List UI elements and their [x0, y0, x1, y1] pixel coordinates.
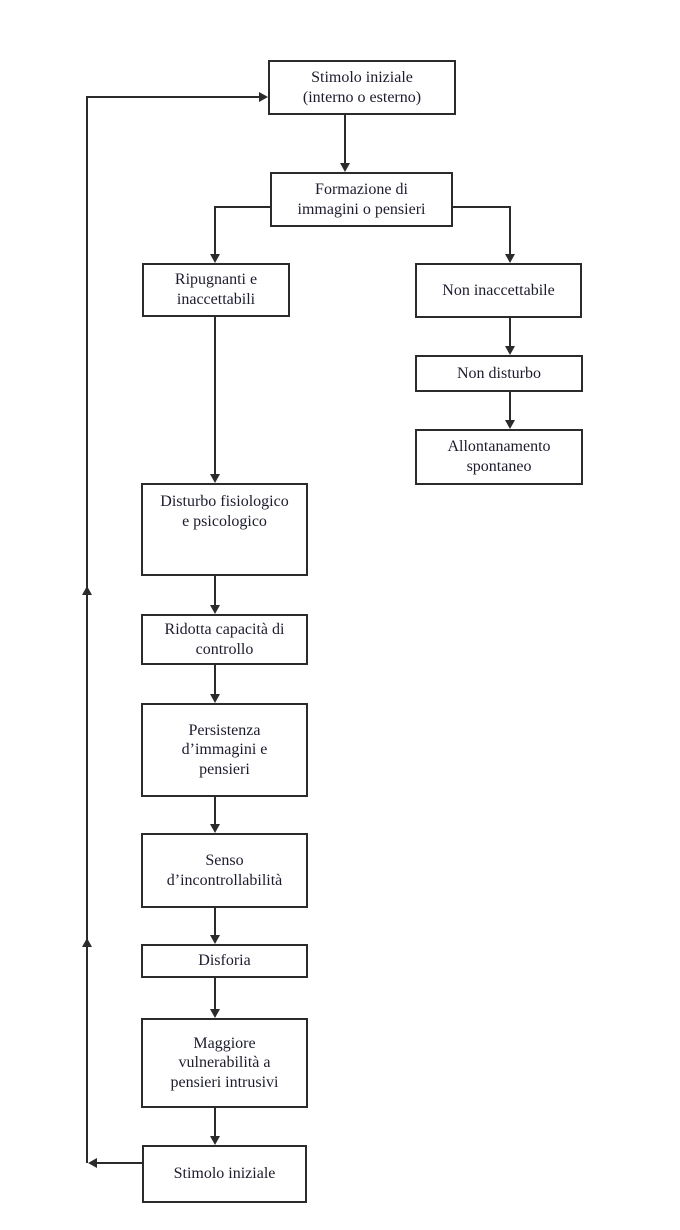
arrowhead-down-icon: [505, 420, 515, 429]
arrowhead-down-icon: [505, 346, 515, 355]
arrowhead-down-icon: [340, 163, 350, 172]
node-ridotta-capacita-controllo: Ridotta capacità di controllo: [141, 614, 308, 665]
node-persistenza-immagini-pensieri: Persistenza d’immagini e pensieri: [141, 703, 308, 797]
arrowhead-down-icon: [210, 605, 220, 614]
arrowhead-down-icon: [210, 694, 220, 703]
connector-disforia-to-maggiore: [214, 978, 216, 1010]
node-non-inaccettabile: Non inaccettabile: [415, 263, 582, 318]
connector-disturbo-to-ridotta: [214, 576, 216, 606]
arrowhead-down-icon: [210, 474, 220, 483]
connector-formazione-right: [453, 206, 511, 208]
connector-nondisturbo-to-allontanamento: [509, 392, 511, 421]
node-stimolo-iniziale-bottom: Stimolo iniziale: [142, 1145, 307, 1203]
connector-senso-to-disforia: [214, 908, 216, 936]
connector-formazione-left: [214, 206, 270, 208]
node-label: Formazione di immagini o pensieri: [297, 180, 426, 218]
connector-persistenza-to-senso: [214, 797, 216, 825]
node-allontanamento-spontaneo: Allontanamento spontaneo: [415, 429, 583, 485]
arrowhead-right-icon: [259, 92, 268, 102]
arrowhead-up-icon: [82, 938, 92, 947]
arrowhead-down-icon: [210, 935, 220, 944]
connector-to-ripugnanti: [214, 206, 216, 254]
arrowhead-down-icon: [210, 254, 220, 263]
node-ripugnanti-inaccettabili: Ripugnanti e inaccettabili: [142, 263, 290, 317]
connector-ripugnanti-to-disturbo: [214, 317, 216, 475]
arrowhead-down-icon: [505, 254, 515, 263]
node-label: Stimolo iniziale (interno o esterno): [302, 68, 422, 106]
connector-noninacc-to-nondisturbo: [509, 318, 511, 347]
node-disturbo-fisiologico-psicologico: Disturbo fisiologico e psicologico: [141, 483, 308, 576]
node-label: Ridotta capacità di controllo: [164, 620, 285, 658]
node-label: Non inaccettabile: [442, 281, 555, 299]
arrowhead-up-icon: [82, 586, 92, 595]
node-maggiore-vulnerabilita: Maggiore vulnerabilità a pensieri intrus…: [141, 1018, 308, 1108]
node-label: Allontanamento spontaneo: [447, 438, 551, 475]
arrowhead-left-icon: [88, 1158, 97, 1168]
arrowhead-down-icon: [210, 1136, 220, 1145]
arrowhead-down-icon: [210, 1009, 220, 1018]
node-label: Senso d’incontrollabilità: [166, 851, 283, 889]
node-label: Persistenza d’immagini e pensieri: [181, 721, 268, 778]
node-label: Disturbo fisiologico e psicologico: [160, 493, 289, 530]
node-non-disturbo: Non disturbo: [415, 355, 583, 392]
node-disforia: Disforia: [141, 944, 308, 978]
connector-maggiore-to-stimolo: [214, 1108, 216, 1137]
connector-to-non-inaccettabile: [509, 206, 511, 254]
node-label: Ripugnanti e inaccettabili: [174, 271, 258, 308]
node-senso-incontrollabilita: Senso d’incontrollabilità: [141, 833, 308, 908]
arrowhead-down-icon: [210, 824, 220, 833]
node-label: Maggiore vulnerabilità a pensieri intrus…: [170, 1034, 279, 1091]
feedback-vertical-rail: [86, 96, 88, 1163]
node-formazione-immagini-pensieri: Formazione di immagini o pensieri: [270, 172, 453, 227]
feedback-bottom-segment: [97, 1162, 142, 1164]
connector-ridotta-to-persistenza: [214, 665, 216, 695]
node-stimolo-iniziale-top: Stimolo iniziale (interno o esterno): [268, 60, 456, 115]
connector-stimolo-to-formazione: [344, 115, 346, 164]
node-label: Disforia: [198, 952, 251, 970]
feedback-top-segment: [86, 96, 260, 98]
node-label: Non disturbo: [457, 364, 541, 382]
node-label: Stimolo iniziale: [173, 1165, 276, 1183]
